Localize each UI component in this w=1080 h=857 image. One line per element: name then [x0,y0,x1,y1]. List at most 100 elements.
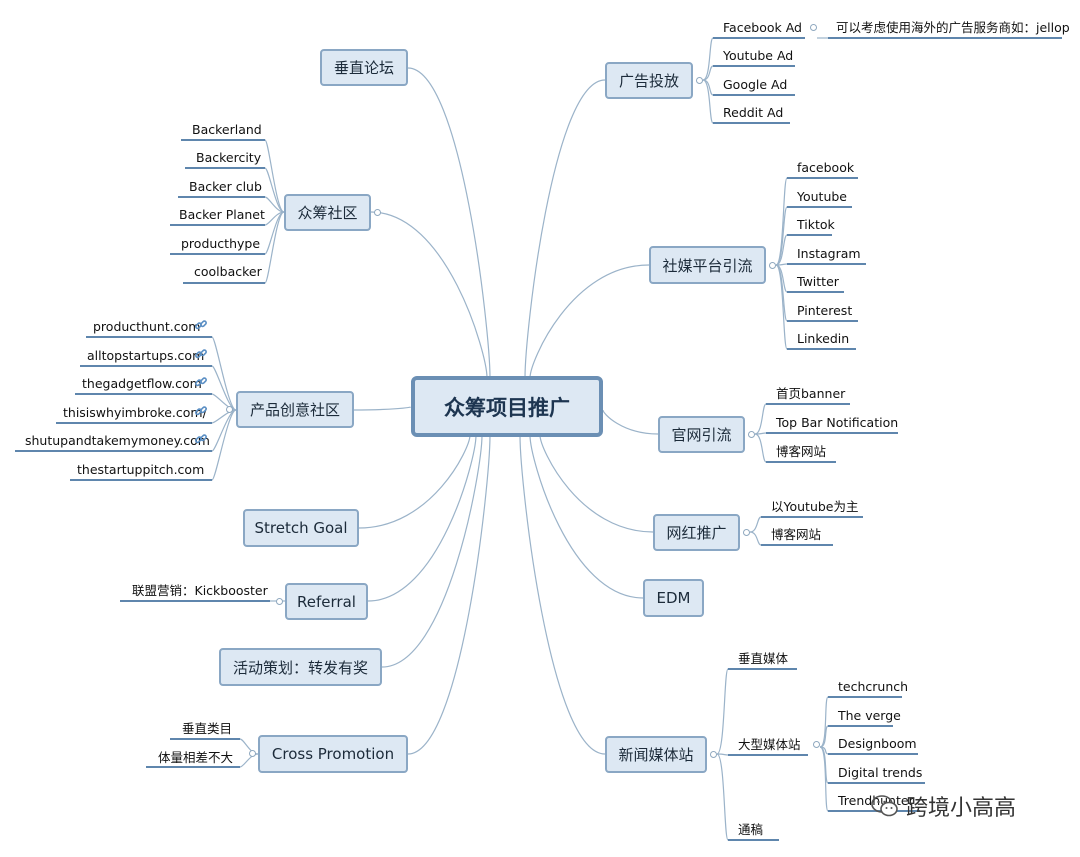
branch-line-crowdfunding-sites [264,211,285,284]
branch-line-cross-promotion [407,434,491,755]
branch-line-big-media-sites [819,746,829,812]
collapse-toggle-icon[interactable] [276,598,283,605]
crowdfunding-site-item[interactable]: producthype [181,236,261,251]
big-media-site-item[interactable]: The verge [838,708,901,723]
website-item[interactable]: Top Bar Notification [776,415,899,430]
social-platform-item[interactable]: Tiktok [797,217,835,232]
topic-influencer[interactable]: 网红推广 [653,514,740,551]
branch-line-social-platforms [775,234,788,266]
ad-channel-item[interactable]: Google Ad [723,77,788,92]
cross-promotion-item[interactable]: 垂直类目 [182,721,233,736]
branch-line-idea-sites [211,409,237,481]
branch-line-influencer-items [749,516,762,533]
influencer-item[interactable]: 博客网站 [771,527,822,542]
idea-site-item[interactable]: alltopstartups.com [87,348,205,363]
branch-line-website-items [754,403,767,435]
topic-product-idea-community[interactable]: 产品创意社区 [236,391,354,428]
crowdfunding-site-item[interactable]: Backercity [196,150,262,165]
branch-line-crowdfunding-sites [264,167,285,213]
news-media-item[interactable]: 通稿 [738,822,764,837]
collapse-toggle-icon[interactable] [813,741,820,748]
collapse-toggle-icon[interactable] [810,24,817,31]
big-media-site-item[interactable]: techcrunch [838,679,909,694]
topic-stretch-goal[interactable]: Stretch Goal [243,509,359,547]
branch-line-ad-channels [702,79,714,124]
hyperlink-icon[interactable] [194,375,208,389]
collapse-toggle-icon[interactable] [374,209,381,216]
social-platform-item[interactable]: Twitter [797,274,839,289]
topic-vertical-forum[interactable]: 垂直论坛 [320,49,408,86]
central-topic[interactable]: 众筹项目推广 [411,376,603,437]
branch-line-website-items [754,433,767,463]
social-platform-item[interactable]: Instagram [797,246,861,261]
collapse-toggle-icon[interactable] [748,431,755,438]
referral-note[interactable]: 联盟营销：Kickbooster [132,583,268,598]
branch-line-ad-channels [702,65,714,81]
website-item[interactable]: 博客网站 [776,444,827,459]
branch-line-ads [524,79,606,379]
branch-line-social-platforms [775,264,788,350]
social-platform-item[interactable]: facebook [797,160,855,175]
branch-line-cross-promotion-items [239,738,259,755]
collapse-toggle-icon[interactable] [249,750,256,757]
topic-cross-promotion[interactable]: Cross Promotion [258,735,408,773]
crowdfunding-site-item[interactable]: coolbacker [194,264,262,279]
big-media-site-item[interactable]: Digital trends [838,765,923,780]
collapse-toggle-icon[interactable] [710,751,717,758]
topic-crowdfunding-community[interactable]: 众筹社区 [284,194,371,231]
branch-line-crowdfunding-sites [264,196,285,213]
branch-line-crowdfunding-sites [264,211,285,255]
crowdfunding-site-item[interactable]: Backer club [189,179,262,194]
news-media-item[interactable]: 垂直媒体 [738,651,789,666]
branch-line-influencer [539,434,654,533]
social-platform-item[interactable]: Youtube [797,189,847,204]
topic-referral[interactable]: Referral [285,583,368,620]
branch-line-cross-promotion-items [239,753,259,768]
branch-line-ad-channels [702,37,714,81]
topic-edm[interactable]: EDM [643,579,704,617]
collapse-toggle-icon[interactable] [696,77,703,84]
branch-line-idea-sites [211,336,237,411]
hyperlink-icon[interactable] [194,432,208,446]
ad-note[interactable]: 可以考虑使用海外的广告服务商如：jellop [836,20,1070,35]
hyperlink-icon[interactable] [194,404,208,418]
collapse-toggle-icon[interactable] [769,262,776,269]
collapse-toggle-icon[interactable] [743,529,750,536]
ad-channel-item[interactable]: Reddit Ad [723,105,784,120]
topic-ads[interactable]: 广告投放 [605,62,693,99]
crowdfunding-site-item[interactable]: Backer Planet [179,207,265,222]
branch-line-big-media-sites [819,696,829,748]
idea-site-item[interactable]: shutupandtakemymoney.com [25,433,210,448]
branch-line-edm [529,434,644,599]
branch-line-big-media-sites [819,746,829,784]
news-media-item[interactable]: 大型媒体站 [738,737,801,752]
collapse-toggle-icon[interactable] [226,406,233,413]
idea-site-item[interactable]: thisiswhyimbroke.com/ [63,405,207,420]
crowdfunding-site-item[interactable]: Backerland [192,122,262,137]
branch-line-campaign [381,434,483,668]
ad-channel-item[interactable]: Youtube Ad [723,48,794,63]
topic-social-media[interactable]: 社媒平台引流 [649,246,766,284]
ad-channel-item[interactable]: Facebook Ad [723,20,802,35]
social-platform-item[interactable]: Pinterest [797,303,853,318]
topic-campaign[interactable]: 活动策划：转发有奖 [219,648,382,686]
cross-promotion-item[interactable]: 体量相差不大 [158,750,234,765]
topic-website[interactable]: 官网引流 [658,416,745,453]
topic-news-media[interactable]: 新闻媒体站 [605,736,707,773]
idea-site-item[interactable]: thegadgetflow.com [82,376,202,391]
hyperlink-icon[interactable] [194,318,208,332]
branch-line-referral [367,434,477,602]
idea-site-item[interactable]: thestartuppitch.com [77,462,205,477]
wechat-icon [871,795,898,817]
influencer-item[interactable]: 以Youtube为主 [771,499,859,514]
branch-line-website [602,409,659,435]
branch-line-news-items [716,668,729,755]
branch-line-crowdfunding-community [370,211,488,379]
website-item[interactable]: 首页banner [776,386,846,401]
hyperlink-icon[interactable] [194,347,208,361]
social-platform-item[interactable]: Linkedin [797,331,850,346]
big-media-site-item[interactable]: Designboom [838,736,917,751]
idea-site-item[interactable]: producthunt.com [93,319,201,334]
